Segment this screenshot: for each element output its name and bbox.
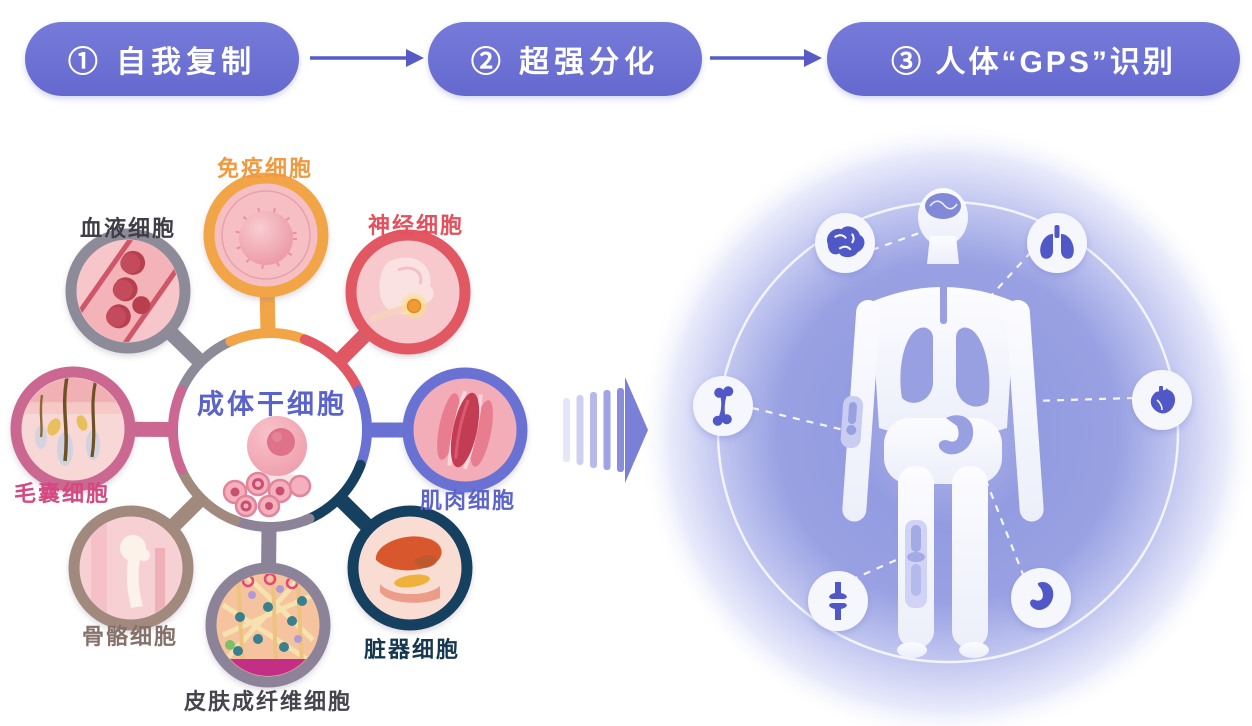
bone-cell-circle: [68, 505, 194, 631]
blood-cell-label: 血液细胞: [79, 216, 177, 241]
badge-brain: [815, 213, 875, 273]
stem-cell-diagram: [10, 172, 528, 688]
step-pill-3: ③ 人体“GPS”识别: [827, 22, 1240, 96]
badge-heart: [1132, 370, 1192, 430]
elbow-patch: [840, 395, 864, 449]
center-stem-cell-circle: [167, 327, 373, 533]
stomach-icon: [1030, 581, 1054, 611]
bone-icon: [712, 386, 734, 426]
badge-lungs: [1027, 213, 1087, 273]
hair-cell-label: 毛囊细胞: [13, 481, 111, 506]
badge-stomach: [1011, 568, 1071, 628]
nerve-cell-label: 神经细胞: [367, 213, 465, 238]
immune-cell-label: 免疫细胞: [216, 156, 314, 181]
center-cell-label: 成体干细胞: [197, 389, 347, 420]
step-arrow-1-icon: [310, 49, 424, 67]
step-2-label: ② 超强分化: [470, 46, 660, 79]
organ-cell-label: 脏器细胞: [363, 637, 461, 662]
blood-cell-circle: [65, 228, 191, 354]
badge-bone: [693, 376, 753, 436]
lungs-icon: [1040, 225, 1074, 259]
body-organs: [840, 193, 990, 608]
badge-knee: [808, 571, 868, 631]
knee-joint-icon: [829, 582, 847, 620]
muscle-cell-circle: [402, 367, 528, 493]
muscle-cell-label: 肌肉细胞: [419, 488, 517, 513]
hair-follicle-cell-circle: [10, 366, 136, 492]
transform-arrow-icon: [563, 377, 648, 483]
knee-patch: [905, 520, 927, 608]
organ-cell-circle: [347, 505, 473, 631]
step-arrow-2-icon: [710, 49, 822, 67]
center-ring-arcs: [167, 327, 373, 533]
brain-icon: [827, 226, 865, 258]
heart-icon: [1150, 386, 1176, 414]
step-pill-1: ① 自我复制: [25, 22, 299, 96]
step-1-label: ① 自我复制: [67, 46, 257, 79]
cell-cluster-illustration: [222, 471, 312, 518]
step-3-label: ③ 人体“GPS”识别: [891, 46, 1176, 79]
bone-cell-label: 骨骼细胞: [81, 624, 179, 649]
skin-cell-label: 皮肤成纤维细胞: [183, 689, 353, 714]
skin-cell-circle: [205, 562, 331, 688]
nerve-cell-circle: [345, 229, 471, 355]
step-pill-2: ② 超强分化: [428, 22, 702, 96]
body-panel: [638, 122, 1252, 726]
immune-cell-circle: [203, 172, 329, 298]
